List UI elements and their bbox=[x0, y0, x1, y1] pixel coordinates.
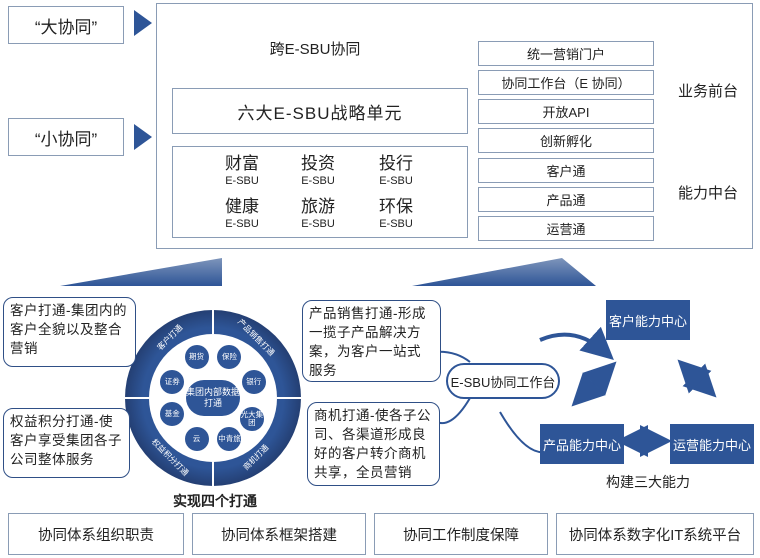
xiao-xietong-label: “小协同” bbox=[8, 118, 124, 156]
panel-customer: 客户打通-集团内的客户全貌以及整合营销 bbox=[3, 297, 136, 367]
ring-inner-node: 银行 bbox=[241, 369, 266, 394]
da-arrow-icon bbox=[134, 10, 152, 36]
ring-inner-node: 期货 bbox=[184, 345, 209, 370]
six-sbu-title: 六大E-SBU战略单元 bbox=[172, 88, 468, 134]
ring-inner-node: 光大集团 bbox=[239, 406, 264, 431]
operation-center: 运营能力中心 bbox=[670, 424, 754, 464]
bottom-it-platform: 协同体系数字化IT系统平台 bbox=[556, 513, 754, 555]
ring-inner-node: 云 bbox=[184, 426, 209, 451]
front-label: 业务前台 bbox=[678, 83, 739, 100]
panel-product: 产品销售打通-形成一揽子产品解决方案，为客户一站式服务 bbox=[302, 300, 441, 382]
xiao-arrow-icon bbox=[134, 124, 152, 150]
front-item-incubation: 创新孵化 bbox=[478, 128, 654, 153]
workbench-ellipse: E-SBU协同工作台 bbox=[446, 363, 560, 399]
front-item-workbench: 协同工作台（E 协同） bbox=[478, 70, 654, 95]
ring-center: 集团内部数据打通 bbox=[186, 380, 240, 416]
right-triangle bbox=[412, 258, 596, 286]
sbu-grid bbox=[172, 146, 468, 238]
middle-item-operation: 运营通 bbox=[478, 216, 654, 241]
panel-opportunity: 商机打通-使各子公司、各渠道形成良好的客户转介商机共享，全员营销 bbox=[307, 402, 440, 486]
da-xietong-label: “大协同” bbox=[8, 6, 124, 44]
customer-center: 客户能力中心 bbox=[606, 300, 690, 340]
bottom-framework: 协同体系框架搭建 bbox=[192, 513, 366, 555]
ring-inner-node: 中青旅 bbox=[217, 426, 242, 451]
middle-label: 能力中台 bbox=[678, 185, 739, 202]
ring-inner-node: 基金 bbox=[160, 402, 185, 427]
middle-item-customer: 客户通 bbox=[478, 158, 654, 183]
bottom-rules: 协同工作制度保障 bbox=[374, 513, 548, 555]
product-center: 产品能力中心 bbox=[540, 424, 624, 464]
capability-caption: 构建三大能力 bbox=[606, 474, 690, 490]
cross-sbu-title: 跨E-SBU协同 bbox=[269, 41, 361, 58]
middle-item-product: 产品通 bbox=[478, 187, 654, 212]
front-item-portal: 统一营销门户 bbox=[478, 41, 654, 66]
ring-caption: 实现四个打通 bbox=[173, 493, 257, 509]
bottom-org-duties: 协同体系组织职责 bbox=[8, 513, 184, 555]
panel-rights: 权益积分打通-使客户享受集团各子公司整体服务 bbox=[3, 408, 130, 478]
ring-inner-node: 保险 bbox=[217, 345, 242, 370]
ring-inner-node: 证券 bbox=[160, 369, 185, 394]
left-triangle bbox=[60, 258, 222, 286]
front-item-api: 开放API bbox=[478, 99, 654, 124]
